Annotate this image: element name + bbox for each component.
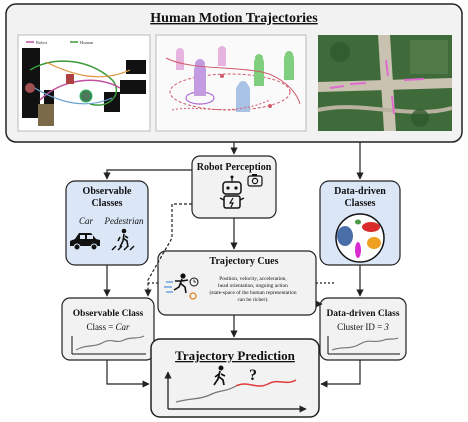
running-person-icon	[164, 273, 199, 300]
observable-class-box	[61, 297, 155, 361]
observable-title-line1: Observable	[83, 186, 132, 197]
trajectory-cues-desc-2: head orientation, ongoing action	[218, 283, 288, 289]
observable-class-title: Observable Class	[73, 309, 144, 319]
trajectory-cues-desc-4: can be richer).	[238, 296, 269, 303]
trajectory-prediction-box	[150, 338, 320, 418]
pedestrian-crossing-icon	[111, 228, 135, 251]
cluster-prefix: Cluster ID =	[337, 322, 384, 332]
panel-title: Human Motion Trajectories	[150, 11, 318, 26]
trajectory-prediction-title: Trajectory Prediction	[175, 348, 295, 363]
data-driven-title-line1: Data-driven	[334, 186, 386, 197]
data-driven-title-line2: Classes	[344, 198, 375, 209]
legend-entry-robot: Robot	[36, 40, 48, 45]
observable-class-value: Class = Car	[86, 322, 130, 332]
prediction-question-mark: ?	[249, 367, 257, 384]
scene-render-image	[155, 34, 307, 132]
prediction-plot	[164, 371, 307, 413]
data-driven-class-box	[319, 297, 407, 361]
car-label: Car	[79, 216, 94, 226]
trajectory-cues-title: Trajectory Cues	[210, 256, 279, 267]
data-driven-class-title: Data-driven Class	[326, 309, 399, 319]
walking-person-icon	[213, 365, 226, 386]
pedestrian-label: Pedestrian	[104, 216, 144, 226]
trajectory-cues-desc-1: Position, velocity, acceleration,	[219, 276, 287, 282]
legend-entry-human: Human	[80, 40, 94, 45]
car-icon	[70, 233, 100, 251]
observable-class-mini-plot	[71, 335, 146, 355]
observable-title-line2: Classes	[91, 198, 122, 209]
floor-map-image: Robot Human	[17, 34, 151, 132]
cluster-value: 3	[383, 322, 389, 332]
clusters-icon	[335, 213, 385, 263]
data-driven-class-mini-plot	[327, 336, 400, 355]
data-driven-class-value: Cluster ID = 3	[337, 322, 389, 332]
class-value: Car	[116, 322, 131, 332]
class-prefix: Class =	[86, 322, 115, 332]
robot-icon	[219, 175, 245, 209]
flow-arrows	[103, 142, 364, 388]
trajectory-cues-desc-3: (state-space of the human representation	[209, 289, 296, 296]
aerial-photo-image	[317, 35, 453, 131]
robot-perception-label: Robot Perception	[197, 162, 272, 173]
camera-icon	[247, 174, 263, 187]
